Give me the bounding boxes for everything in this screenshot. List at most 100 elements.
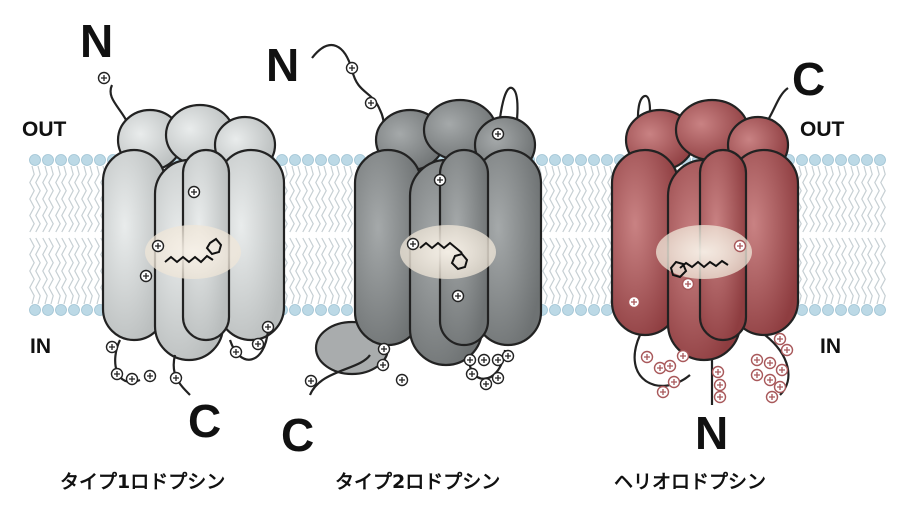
plus-sign: [437, 177, 443, 183]
lipid-head: [289, 154, 301, 166]
lipid-tail: [55, 237, 61, 305]
lipid-tail: [315, 237, 321, 305]
plus-sign: [114, 371, 120, 377]
plus-sign: [754, 372, 760, 378]
n-terminal-loop: [311, 44, 385, 141]
lipid-tail: [874, 165, 880, 233]
lipid-head: [42, 154, 54, 166]
lipid-tail: [815, 165, 821, 233]
lipid-head: [81, 154, 93, 166]
lipid-head: [549, 154, 561, 166]
lipid-tail: [289, 237, 295, 305]
lipid-tail: [815, 237, 821, 305]
plus-sign: [173, 375, 179, 381]
lipid-tail: [302, 165, 308, 233]
caption-type1-rhodopsin: タイプ1ロドプシン: [60, 471, 226, 493]
lipid-tail: [74, 165, 80, 233]
lipid-tail: [549, 165, 555, 233]
lipid-tail: [35, 237, 41, 305]
lipid-tail: [328, 237, 334, 305]
plus-sign: [767, 360, 773, 366]
helio-n-terminus-label: N: [695, 407, 729, 459]
lipid-tail: [334, 237, 340, 305]
plus-sign: [349, 65, 355, 71]
heliorhodopsin: [610, 87, 800, 405]
lipid-tail: [874, 237, 880, 305]
plus-sign: [265, 324, 271, 330]
lipid-head: [315, 304, 327, 316]
retinal-glows: [145, 225, 752, 279]
lipid-head: [809, 304, 821, 316]
lipid-tail: [68, 165, 74, 233]
lipid-tail: [555, 165, 561, 233]
plus-sign: [147, 373, 153, 379]
lipid-head: [94, 154, 106, 166]
plus-sign: [767, 377, 773, 383]
plus-sign: [777, 384, 783, 390]
type2-n-terminus-label: N: [266, 39, 300, 91]
lipid-tail: [575, 165, 581, 233]
lipid-tail: [94, 237, 100, 305]
plus-sign: [410, 241, 416, 247]
lipid-head: [42, 304, 54, 316]
lipid-tail: [341, 165, 347, 233]
lipid-tail: [562, 165, 568, 233]
lipid-tail: [321, 237, 327, 305]
lipid-tail: [848, 165, 854, 233]
lipid-tail: [607, 237, 613, 305]
plus-sign: [380, 362, 386, 368]
lipid-tail: [601, 237, 607, 305]
lipid-tail: [35, 165, 41, 233]
plus-sign: [191, 189, 197, 195]
membrane-in-label-right: IN: [820, 335, 841, 358]
lipid-tail: [588, 237, 594, 305]
lipid-tail: [61, 237, 67, 305]
lipid-tail: [809, 237, 815, 305]
lipid-head: [575, 304, 587, 316]
lipid-tail: [42, 165, 48, 233]
plus-sign: [109, 344, 115, 350]
lipid-head: [29, 154, 41, 166]
plus-sign: [754, 357, 760, 363]
lipid-tail: [588, 165, 594, 233]
plus-sign: [399, 377, 405, 383]
lipid-tail: [315, 165, 321, 233]
lipid-tail: [29, 165, 35, 233]
lipid-tail: [347, 165, 353, 233]
lipid-head: [289, 304, 301, 316]
lipid-head: [328, 154, 340, 166]
membrane-out-label-right: OUT: [800, 118, 845, 141]
lipid-tail: [42, 237, 48, 305]
lipid-tail: [29, 237, 35, 305]
lipid-tail: [289, 165, 295, 233]
lipid-tail: [835, 237, 841, 305]
lipid-tail: [334, 165, 340, 233]
lipid-tail: [568, 237, 574, 305]
retinal-chromophore-icon: [164, 237, 729, 279]
plus-sign: [769, 394, 775, 400]
lipid-tail: [81, 165, 87, 233]
lipid-head: [588, 304, 600, 316]
lipid-tail: [828, 165, 834, 233]
lipid-head: [29, 304, 41, 316]
charge-markers: [97, 61, 794, 404]
lipid-tail: [880, 237, 886, 305]
lipid-tail: [341, 237, 347, 305]
lipid-head: [809, 154, 821, 166]
lipid-tail: [94, 165, 100, 233]
type1-n-terminus-label: N: [80, 15, 114, 67]
plus-sign: [481, 357, 487, 363]
lipid-tail: [848, 237, 854, 305]
lipid-tail: [81, 237, 87, 305]
lipid-head: [315, 154, 327, 166]
plus-sign: [467, 357, 473, 363]
lipid-tail: [302, 237, 308, 305]
lipid-head: [328, 304, 340, 316]
plus-sign: [143, 273, 149, 279]
lipid-tail: [841, 237, 847, 305]
lipid-tail: [581, 237, 587, 305]
lipid-tail: [854, 237, 860, 305]
plus-sign: [101, 75, 107, 81]
lipid-head: [861, 154, 873, 166]
lipid-head: [68, 154, 80, 166]
